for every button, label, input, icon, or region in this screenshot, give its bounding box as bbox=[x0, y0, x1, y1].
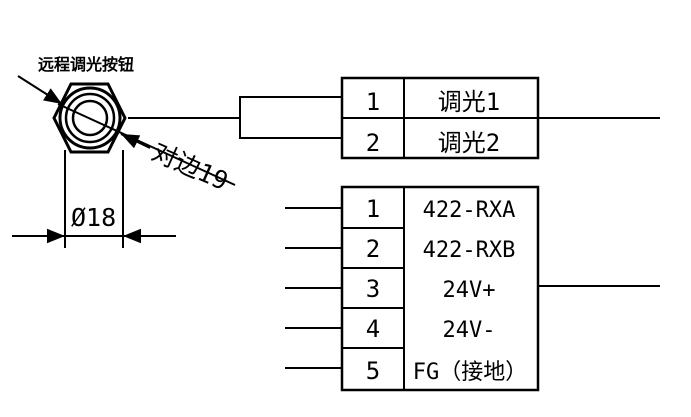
main-connector: 1 2 3 4 5 422-RXA 422-RXB 24V+ 24V- FG（接… bbox=[285, 185, 660, 392]
dimming-pin-number: 1 bbox=[366, 88, 380, 116]
main-pin-number: 5 bbox=[366, 357, 380, 385]
dimming-pin-signal: 调光2 bbox=[438, 129, 500, 157]
main-pin-signal: 422-RXB bbox=[423, 238, 516, 263]
main-pin-number: 1 bbox=[366, 195, 380, 223]
main-pin-number: 3 bbox=[366, 275, 380, 303]
dimming-pin-number: 2 bbox=[366, 129, 380, 157]
main-pin-signal: FG（接地） bbox=[413, 360, 528, 385]
main-pin-signal: 24V+ bbox=[443, 278, 496, 303]
across-flats-arrow bbox=[120, 133, 151, 149]
dimming-pin-signal: 调光1 bbox=[438, 88, 500, 116]
main-pin-signal: 24V- bbox=[443, 318, 496, 343]
main-pin-number: 2 bbox=[366, 235, 380, 263]
cable-sleeve bbox=[239, 96, 343, 139]
main-pin-signal: 422-RXA bbox=[423, 198, 516, 223]
button-middle-ring bbox=[64, 92, 116, 144]
button-inner-ring bbox=[71, 99, 109, 137]
main-pin-number: 4 bbox=[366, 315, 380, 343]
button-title: 远程调光按钮 bbox=[38, 55, 134, 74]
title-leader-line bbox=[17, 75, 63, 105]
across-flats-label: 对边19 bbox=[148, 137, 233, 196]
diameter-label: Ø18 bbox=[71, 203, 116, 232]
dimming-connector: 1 调光1 2 调光2 bbox=[239, 76, 660, 160]
button-outer-ring bbox=[58, 86, 122, 150]
across-flats-dimension-line bbox=[57, 103, 236, 186]
hex-nut-outline bbox=[52, 82, 127, 154]
remote-dimming-button: 远程调光按钮 对边19 Ø18 bbox=[12, 55, 240, 248]
